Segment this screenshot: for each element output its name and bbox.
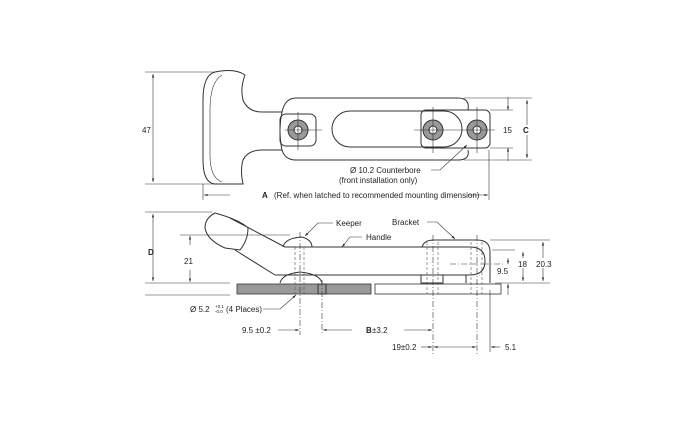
bracket-plate <box>420 109 491 149</box>
centerlines <box>299 232 505 355</box>
dim-20-3: 20.3 <box>536 260 552 269</box>
hole-places: (4 Places) <box>226 305 262 314</box>
dim-21: 21 <box>184 257 193 266</box>
hole-tol-plus: +0.1 <box>215 304 224 309</box>
side-view: D 21 Keeper Handle Bracket <box>145 211 553 355</box>
dim-b-tol: ±3.2 <box>372 326 388 335</box>
hole-tol-minus: -0.0 <box>215 309 223 314</box>
dim-b: B <box>366 326 372 335</box>
bracket-label: Bracket <box>392 218 420 227</box>
handle-outline <box>281 97 469 161</box>
dim-c: C <box>523 126 529 135</box>
dim-9-5: 9.5 ±0.2 <box>242 326 271 335</box>
hole-callout: Ø 5.2 +0.1 -0.0 (4 Places) <box>190 294 297 314</box>
counterbore-note: (front installation only) <box>339 176 418 185</box>
dim-d: D <box>148 248 154 257</box>
dim-19: 19±0.2 <box>392 343 417 352</box>
keeper-label: Keeper <box>336 219 362 228</box>
dim-15: 15 <box>503 126 512 135</box>
handle-slot <box>331 110 463 148</box>
counterbore-label: Ø 10.2 Counterbore <box>350 166 421 175</box>
hook-outline <box>202 70 283 185</box>
handle-lever <box>204 212 286 276</box>
dim-47: 47 <box>142 126 151 135</box>
handle-label: Handle <box>366 233 392 242</box>
handle-bar <box>275 246 486 276</box>
dim-a-note: (Ref. when latched to recommended mounti… <box>274 191 480 200</box>
top-view: 47 15 C Ø 10.2 Counterbore (front instal… <box>142 70 532 200</box>
dim-9-5-right: 9.5 <box>497 267 509 276</box>
dim-a: A <box>262 191 268 200</box>
bracket <box>420 239 491 284</box>
keeper <box>282 236 313 248</box>
counterbore-holes <box>285 107 495 153</box>
dim-18: 18 <box>518 260 527 269</box>
dim-5-1: 5.1 <box>505 343 517 352</box>
hole-diameter: Ø 5.2 <box>190 305 210 314</box>
